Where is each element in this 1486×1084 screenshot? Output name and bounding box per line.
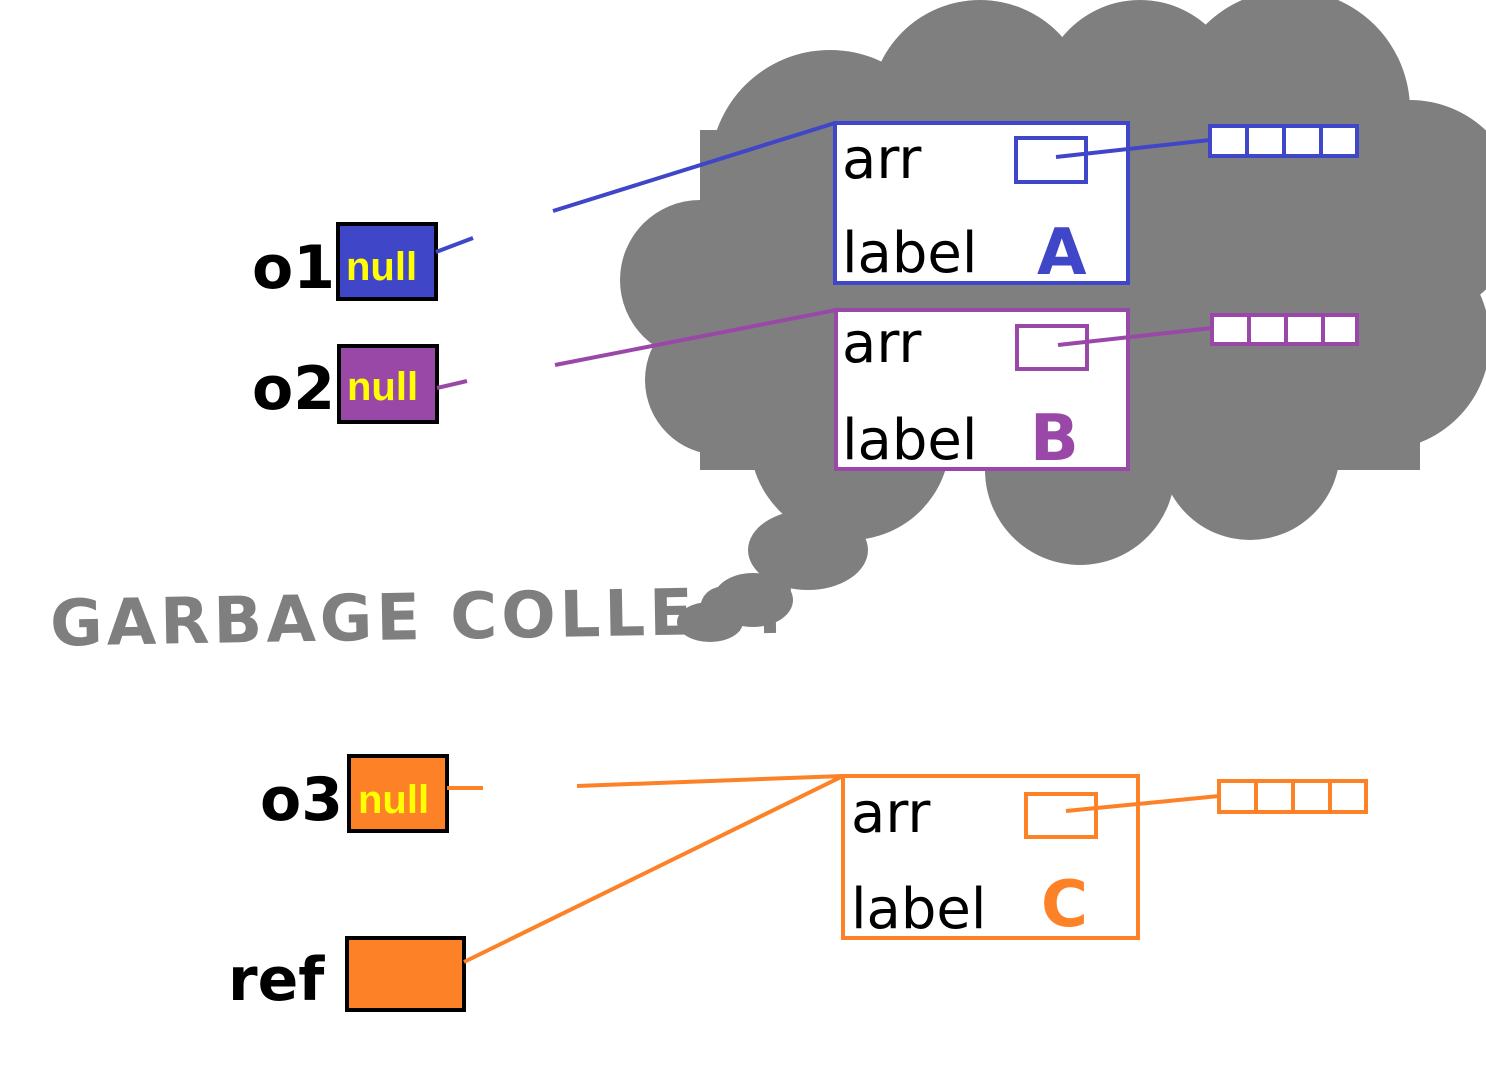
- object-b-arr-slot: [1015, 324, 1089, 371]
- o2-reference-stub: [436, 379, 468, 390]
- var-o1-null: null: [346, 245, 417, 289]
- object-a-box: [833, 121, 1130, 285]
- var-ref-box: [345, 936, 466, 1012]
- array-cell: [1282, 124, 1323, 158]
- object-a-arr-field: arr: [842, 127, 922, 192]
- object-b-box: [834, 308, 1130, 471]
- object-a-array: [1208, 124, 1359, 158]
- var-o1-box: [336, 222, 438, 301]
- object-b: arr label B: [834, 308, 1359, 476]
- object-c: arr label C: [841, 774, 1368, 942]
- var-o2-name: o2: [252, 354, 335, 424]
- o1-old-reference: [552, 121, 836, 213]
- array-cell: [1284, 313, 1325, 346]
- var-ref-name: ref: [228, 945, 325, 1015]
- array-cell: [1247, 313, 1288, 346]
- ref-reference: [463, 774, 844, 964]
- object-b-label-field: label: [842, 408, 977, 473]
- object-a-arr-pointer: [1055, 138, 1211, 159]
- object-a-label-value: A: [1037, 216, 1087, 290]
- var-o1-name: o1: [252, 233, 335, 303]
- object-c-array: [1217, 779, 1368, 814]
- array-cell: [1217, 779, 1258, 814]
- array-cell: [1254, 779, 1295, 814]
- object-a-label-field: label: [842, 221, 977, 286]
- object-c-arr-pointer: [1065, 794, 1220, 813]
- array-cell: [1319, 124, 1359, 158]
- array-cell: [1210, 313, 1251, 346]
- object-b-arr-pointer: [1057, 326, 1213, 347]
- object-a: arr label A: [833, 121, 1359, 290]
- object-b-arr-field: arr: [842, 311, 922, 376]
- var-o2-box: [337, 344, 439, 424]
- var-o3-null: null: [358, 778, 429, 822]
- o2-old-reference: [554, 308, 837, 367]
- object-c-arr-slot: [1024, 792, 1098, 839]
- object-c-arr-field: arr: [851, 781, 931, 846]
- object-b-array: [1210, 313, 1359, 346]
- array-cell: [1245, 124, 1286, 158]
- array-cell: [1328, 779, 1368, 814]
- o3-old-reference: [576, 774, 844, 788]
- array-cell: [1321, 313, 1359, 346]
- array-cell: [1291, 779, 1332, 814]
- var-o2-null: null: [347, 365, 418, 409]
- object-c-box: [841, 774, 1140, 940]
- array-cell: [1208, 124, 1249, 158]
- object-b-label-value: B: [1030, 402, 1079, 476]
- object-c-label-value: C: [1041, 868, 1088, 942]
- object-c-label-field: label: [851, 877, 986, 942]
- var-o3-name: o3: [260, 765, 343, 835]
- object-a-arr-slot: [1014, 136, 1088, 184]
- var-o3-box: [347, 754, 449, 833]
- o1-reference-stub: [435, 236, 474, 254]
- garbage-collect-caption: GARBAGE COLLECT: [49, 575, 796, 662]
